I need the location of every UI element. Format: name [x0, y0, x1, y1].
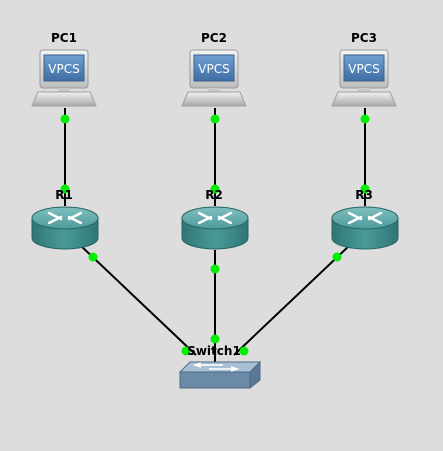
- port-status-up-icon[interactable]: [360, 184, 370, 194]
- node-pc2[interactable]: VPCS: [181, 49, 247, 107]
- port-status-up-icon[interactable]: [239, 346, 249, 356]
- port-status-up-icon[interactable]: [60, 114, 70, 124]
- node-label-pc2[interactable]: PC2: [201, 31, 227, 45]
- pc-screen-text: VPCS: [48, 62, 79, 76]
- pc-stand: [358, 88, 370, 92]
- node-r1[interactable]: [31, 206, 99, 250]
- port-status-up-icon[interactable]: [210, 264, 220, 274]
- node-label-r2[interactable]: R2: [205, 188, 223, 202]
- node-r3[interactable]: [331, 206, 399, 250]
- pc-keyboard: [31, 91, 97, 107]
- port-status-up-icon[interactable]: [210, 334, 220, 344]
- port-status-up-icon[interactable]: [60, 184, 70, 194]
- node-pc1[interactable]: VPCS: [31, 49, 97, 107]
- port-status-up-icon[interactable]: [332, 252, 342, 262]
- node-label-pc1[interactable]: PC1: [51, 31, 77, 45]
- pc-screen-text: VPCS: [348, 62, 379, 76]
- pc-screen: [43, 54, 85, 82]
- node-pc3[interactable]: VPCS: [331, 49, 397, 107]
- port-status-up-icon[interactable]: [360, 114, 370, 124]
- node-r2[interactable]: [181, 206, 249, 250]
- switch-icon: [178, 360, 262, 390]
- port-status-up-icon[interactable]: [181, 346, 191, 356]
- pc-keyboard: [181, 91, 247, 107]
- pc-screen: [343, 54, 385, 82]
- link-r3-switch1[interactable]: [233, 244, 351, 356]
- node-label-switch1[interactable]: Switch1: [187, 344, 241, 358]
- port-dots-layer: [60, 114, 370, 356]
- pc-stand: [58, 88, 70, 92]
- node-label-pc3[interactable]: PC3: [351, 31, 377, 45]
- labels-layer: PC1 PC2 PC3 R1 R2 R3 Switch1: [51, 31, 377, 358]
- pc-screen: [193, 54, 235, 82]
- port-status-up-icon[interactable]: [210, 184, 220, 194]
- node-label-r1[interactable]: R1: [55, 188, 73, 202]
- port-status-up-icon[interactable]: [88, 252, 98, 262]
- pc-keyboard: [331, 91, 397, 107]
- node-switch1[interactable]: [178, 360, 262, 390]
- link-r1-switch1[interactable]: [79, 244, 197, 356]
- pc-screen-text: VPCS: [198, 62, 229, 76]
- pc-stand: [208, 88, 220, 92]
- node-label-r3[interactable]: R3: [355, 188, 373, 202]
- router-icon: [181, 206, 249, 250]
- router-icon: [331, 206, 399, 250]
- router-icon: [31, 206, 99, 250]
- port-status-up-icon[interactable]: [210, 114, 220, 124]
